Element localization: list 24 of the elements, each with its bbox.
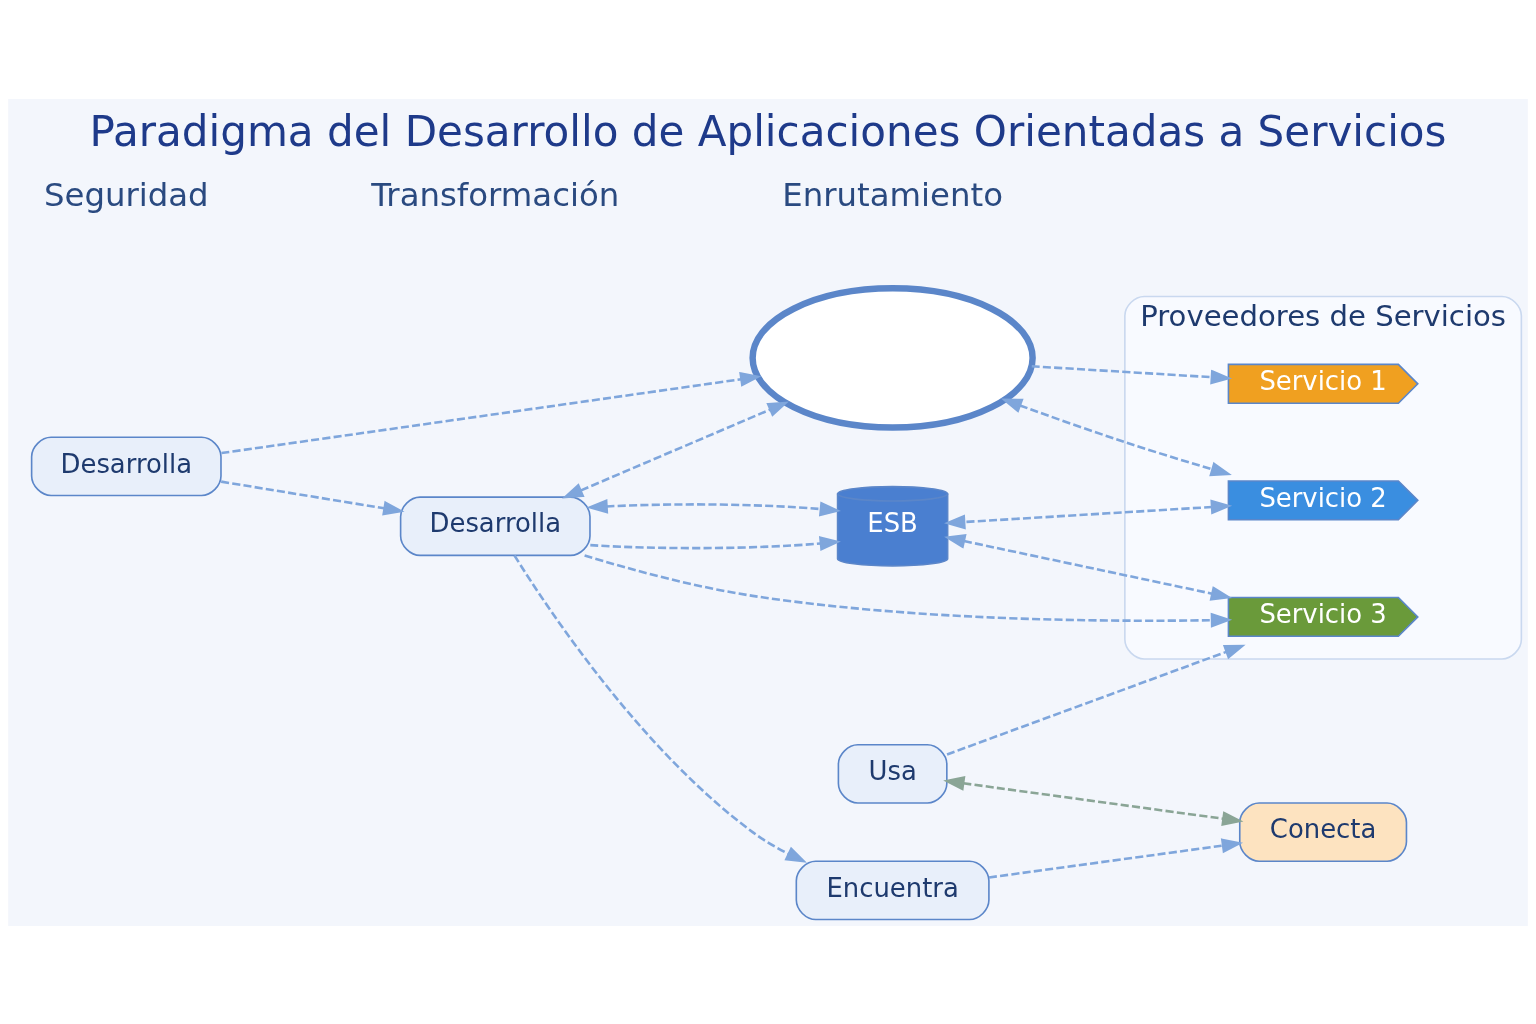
- node-box: Encuentra: [795, 859, 990, 920]
- arrow: [590, 535, 841, 551]
- diagram-title: Paradigma del Desarrollo de Aplicaciones Orientadas a Servicios: [89, 106, 1447, 156]
- node-box: Usa: [837, 743, 948, 804]
- arrow: [584, 553, 1233, 628]
- node-box: Conecta: [1238, 801, 1408, 862]
- label: Seguridad: [43, 175, 209, 214]
- node-box: Desarrolla: [399, 495, 591, 556]
- node-box: Desarrolla: [30, 435, 222, 496]
- arrow: [220, 479, 405, 516]
- arrow: [944, 533, 1233, 601]
- arrow: [943, 775, 1244, 826]
- arrow: [586, 498, 841, 516]
- label: Enrutamiento: [782, 175, 1003, 214]
- arrow: [946, 644, 1246, 756]
- label: Transformación: [371, 175, 620, 214]
- arrow: [988, 837, 1244, 879]
- arrow: [513, 554, 807, 863]
- node-cloud: [749, 284, 1036, 431]
- arrow: [561, 401, 789, 498]
- arrow: [221, 371, 762, 454]
- arrow: [1031, 364, 1232, 385]
- arrow: [944, 499, 1233, 529]
- arrow: [1000, 397, 1232, 476]
